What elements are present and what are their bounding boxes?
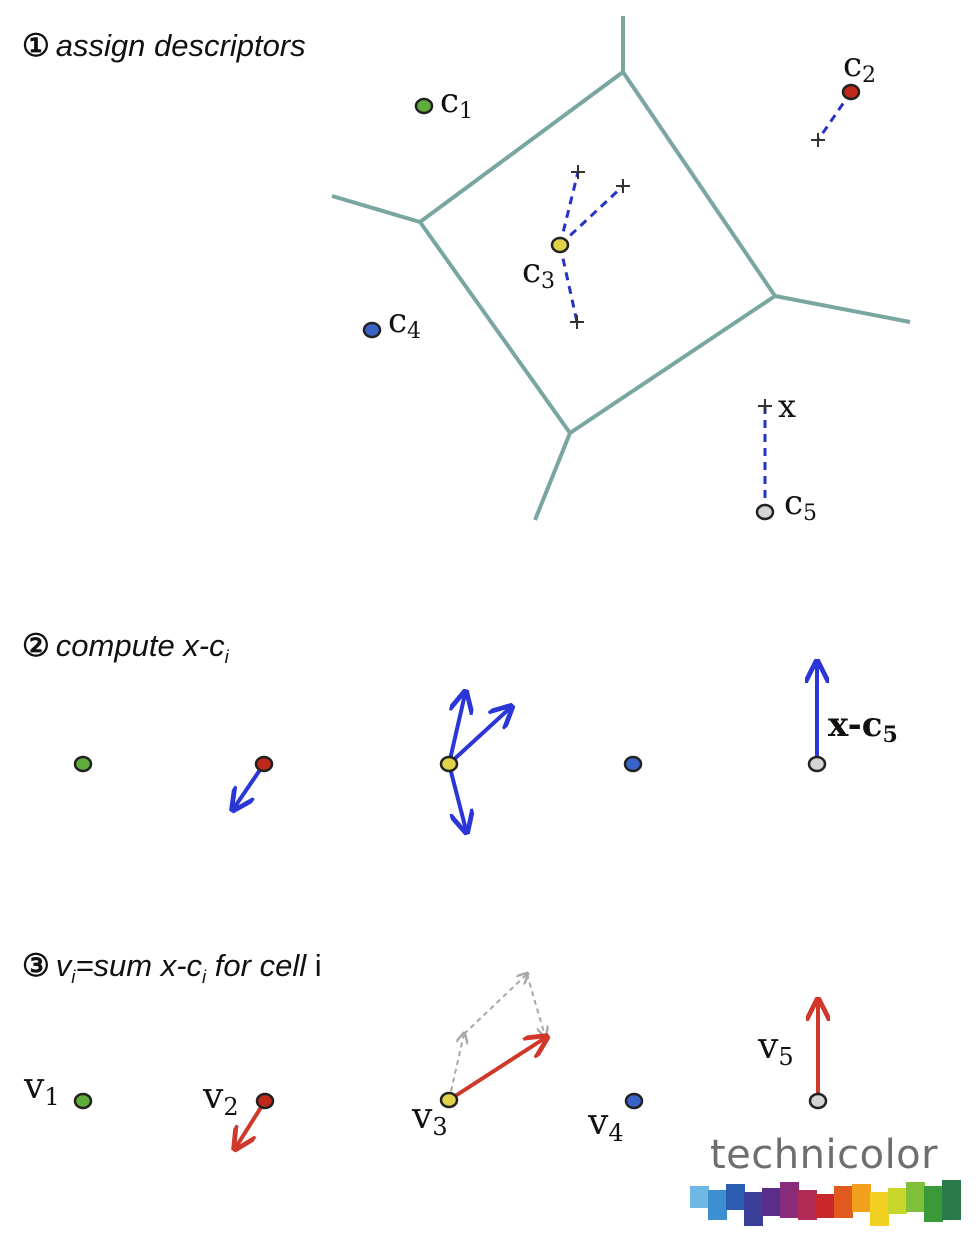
voronoi-edge-bottom (533, 432, 572, 521)
label-v3: v3 (411, 1096, 448, 1141)
step-1-number: ① (22, 28, 50, 63)
voronoi-cell-boundary (417, 69, 778, 436)
descriptor-links (558, 91, 853, 512)
descriptor-mark (571, 165, 585, 179)
logo-stripe-block (834, 1186, 853, 1218)
centroid-c3 (550, 236, 570, 254)
logo-stripe-block (780, 1182, 799, 1218)
logo-stripe-block (798, 1190, 817, 1220)
centroids-step2 (73, 755, 827, 773)
label-c4: c4 (388, 301, 421, 344)
centroid-v1 (73, 1092, 93, 1110)
label-c5: c5 (784, 483, 817, 526)
label-v5: v5 (757, 1026, 794, 1071)
logo-stripe-block (744, 1192, 763, 1226)
centroid-v4 (624, 1092, 644, 1110)
voronoi-edge-left (331, 194, 421, 224)
step-3-mid: =sum x-c (75, 948, 203, 983)
descriptors (570, 133, 825, 413)
step-3-pre: v (55, 948, 72, 983)
centroids-step3 (73, 1091, 828, 1110)
logo-stripe-block (816, 1194, 835, 1218)
link-c2 (816, 91, 853, 141)
logo-stripe-block (762, 1188, 781, 1216)
centroid-c4 (362, 321, 382, 339)
step-3-post: for cell (206, 948, 307, 983)
label-x: x (778, 387, 796, 425)
component-arrow-3 (526, 973, 545, 1036)
step-3-tail: i (306, 948, 322, 983)
logo-stripe-block (708, 1190, 727, 1220)
step-2-sub: i (224, 646, 229, 668)
centroid-c2 (254, 755, 274, 773)
logo-stripe-block (852, 1184, 871, 1212)
centroid-c1 (73, 755, 93, 773)
step-2-number: ② (22, 628, 50, 663)
component-arrow-2 (463, 974, 527, 1035)
label-x-minus-c5: x-c5 (828, 705, 898, 748)
step-1-text: assign descriptors (55, 28, 306, 63)
label-c1: c1 (440, 81, 473, 124)
logo-stripe-block (690, 1186, 709, 1208)
label-c3: c3 (522, 251, 555, 294)
logo-stripe-block (870, 1192, 889, 1226)
label-v4: v4 (587, 1102, 624, 1147)
label-v2: v2 (202, 1076, 239, 1121)
logo-stripe-block (888, 1188, 907, 1214)
centroid-c4 (623, 755, 643, 773)
centroid-c2 (841, 83, 861, 101)
aggregated-arrows (236, 1002, 818, 1147)
step-3-pre-sub: i (71, 966, 76, 988)
centroid-c5 (807, 755, 827, 773)
residual-arrow-c2 (234, 762, 266, 808)
voronoi-cell (331, 16, 911, 521)
logo-stripe-block (906, 1182, 925, 1212)
residual-arrow-c3-a (447, 694, 465, 765)
centroid-c1 (414, 97, 434, 115)
link-c3-c (558, 244, 579, 323)
aggregated-arrow-v2 (236, 1099, 267, 1147)
link-c3-b (558, 184, 625, 247)
centroid-v5 (808, 1092, 828, 1110)
logo-stripe-block (924, 1186, 943, 1222)
step-3-mid-sub: i (202, 966, 207, 988)
centroid-c5 (755, 503, 775, 521)
descriptor-mark (616, 179, 630, 193)
technicolor-logo-stripe (690, 1180, 961, 1226)
label-v1: v1 (23, 1066, 60, 1111)
descriptor-mark (570, 315, 584, 329)
component-arrow-1 (448, 1034, 464, 1101)
residual-arrow-c3-c (447, 763, 466, 830)
residual-arrows (234, 664, 817, 830)
technicolor-logo-text: technicolor (710, 1132, 939, 1178)
step-2-text: compute x-c (55, 628, 225, 663)
centroid-v2 (255, 1092, 275, 1110)
link-c3-a (558, 171, 580, 246)
component-arrows (448, 973, 545, 1101)
residual-arrow-c3-b (447, 708, 510, 766)
descriptor-mark (811, 133, 825, 147)
descriptor-mark-x (758, 399, 772, 413)
logo-stripe-block (726, 1184, 745, 1210)
voronoi-edge-right (774, 294, 911, 324)
centroids-step1 (362, 83, 861, 521)
logo-stripe-block (942, 1180, 961, 1220)
label-c2: c2 (843, 45, 876, 88)
centroid-c3 (439, 755, 459, 773)
centroid-v3 (439, 1091, 459, 1109)
aggregated-arrow-v3 (447, 1038, 545, 1102)
step-3-number: ③ (22, 948, 50, 983)
